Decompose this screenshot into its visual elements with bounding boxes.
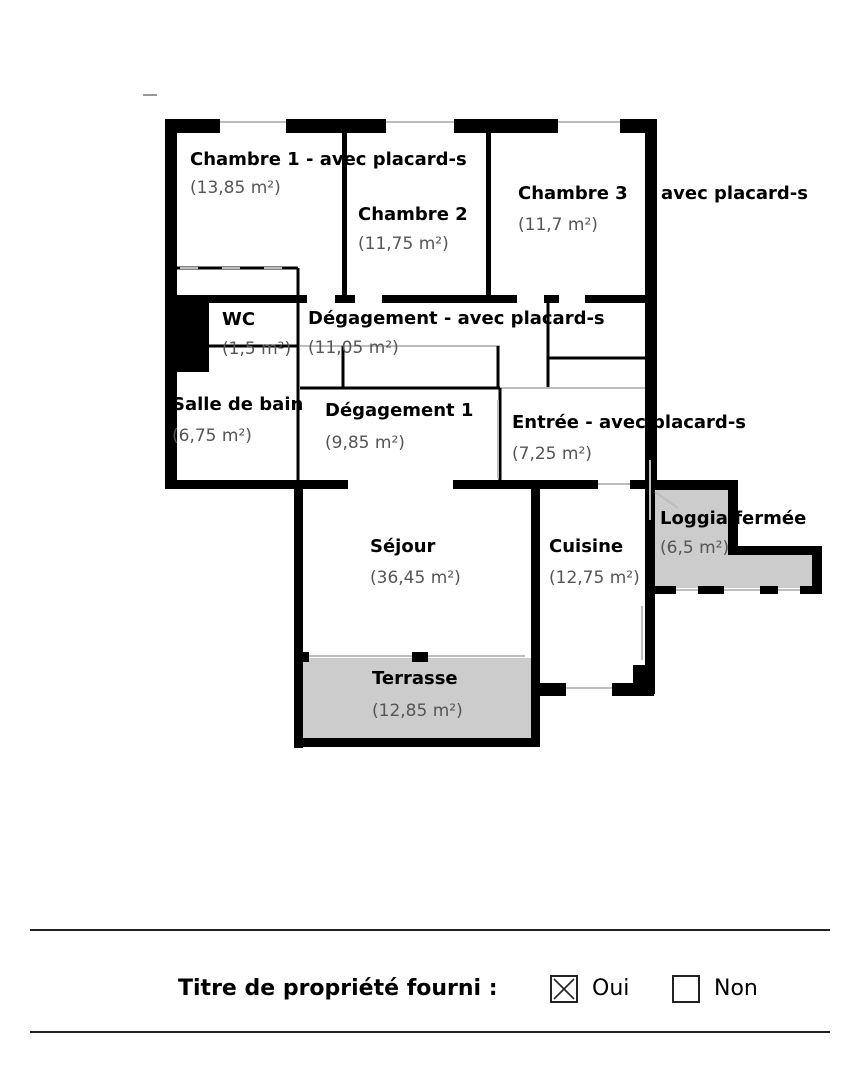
cropped-text-line [0,1040,860,1080]
room-name: WC [222,309,255,330]
room-name: Chambre 3 [518,183,628,204]
room-area: (9,85 m²) [325,433,405,453]
room-name: Séjour [370,536,436,557]
check-x-icon [553,978,575,1000]
divider [30,929,830,931]
room-area: (6,75 m²) [172,426,252,446]
room-name: Dégagement 1 [325,400,473,421]
room-area: (12,75 m²) [549,568,640,588]
oui-checkbox[interactable] [550,975,578,1003]
room-area: (12,85 m²) [372,701,463,721]
title-deed-label: Titre de propriété fourni : [178,976,498,1001]
room-name: Chambre 2 [358,204,468,225]
room-name: Chambre 1 - avec placard-s [190,149,467,170]
terrasse-area [303,658,531,740]
room-area: (7,25 m²) [512,444,592,464]
oui-label: Oui [592,976,630,1001]
room-area: (6,5 m²) [660,538,729,558]
non-checkbox[interactable] [672,975,700,1003]
room-area: (36,45 m²) [370,568,461,588]
title-deed-row: Titre de propriété fourni : Oui Non [0,970,860,1014]
room-name: avec placard-s [661,183,808,204]
outer-walls [165,119,822,748]
divider [30,1031,830,1033]
room-name: Terrasse [372,668,458,689]
loggia-area [654,490,812,588]
room-name: Entrée - avec placard-s [512,412,746,433]
room-area: (11,7 m²) [518,215,598,235]
room-area: (1,5 m²) [222,339,291,359]
room-name: Salle de bain [172,394,303,415]
room-name: Cuisine [549,536,623,557]
room-area: (11,05 m²) [308,338,399,358]
interior-walls [177,131,679,660]
room-name: Loggia fermée [660,508,806,529]
floor-plan: Chambre 1 - avec placard-s (13,85 m²) Ch… [143,94,822,748]
non-label: Non [714,976,758,1001]
room-name: Dégagement - avec placard-s [308,308,605,329]
room-labels: Chambre 1 - avec placard-s (13,85 m²) Ch… [172,149,808,721]
room-area: (11,75 m²) [358,234,449,254]
room-area: (13,85 m²) [190,178,281,198]
